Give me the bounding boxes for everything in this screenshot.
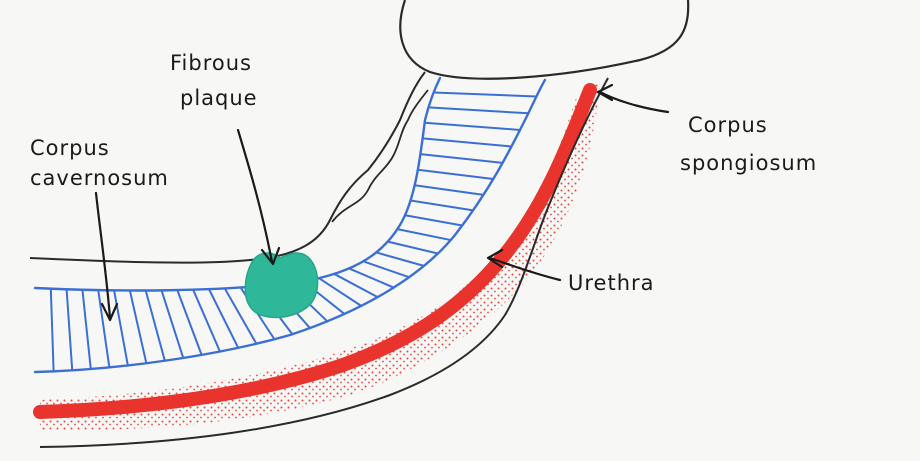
striation-line xyxy=(428,107,528,113)
striation-line xyxy=(209,289,238,348)
striation-line xyxy=(162,290,184,358)
label-corpus-cavernosum-2: cavernosum xyxy=(30,166,169,190)
striation-line xyxy=(423,138,512,146)
striation-line xyxy=(114,290,128,365)
striation-line xyxy=(319,278,361,306)
striation-line xyxy=(363,261,409,277)
glans-outline xyxy=(400,0,688,79)
label-corpus-spongiosum-2: spongiosum xyxy=(680,151,817,175)
striation-line xyxy=(425,123,520,130)
striation-line xyxy=(397,229,450,240)
skin-fold xyxy=(332,90,428,222)
arrow-corpus-cavernosum xyxy=(96,193,110,318)
striation-line xyxy=(411,200,474,210)
striation-line xyxy=(146,290,165,360)
striation-line xyxy=(415,185,484,195)
arrow-fibrous-plaque xyxy=(238,130,272,262)
fibrous-plaque xyxy=(245,253,317,317)
label-plaque: plaque xyxy=(180,86,258,110)
striation-line xyxy=(130,290,146,363)
label-urethra: Urethra xyxy=(568,271,655,295)
striation-line xyxy=(418,170,493,179)
striation-line xyxy=(434,92,537,96)
label-fibrous: Fibrous xyxy=(170,51,252,75)
striation-line xyxy=(388,242,438,254)
striation-line xyxy=(51,289,54,372)
striation-line xyxy=(405,215,462,225)
label-corpus-cavernosum-1: Corpus xyxy=(30,136,110,160)
striation-line xyxy=(420,154,502,163)
arrowhead-corpus-spongiosum xyxy=(598,85,612,100)
striation-line xyxy=(82,290,90,369)
label-corpus-spongiosum-1: Corpus xyxy=(688,113,768,137)
arrow-corpus-spongiosum xyxy=(600,92,668,112)
striation-line xyxy=(376,252,424,265)
striation-line xyxy=(67,289,73,370)
